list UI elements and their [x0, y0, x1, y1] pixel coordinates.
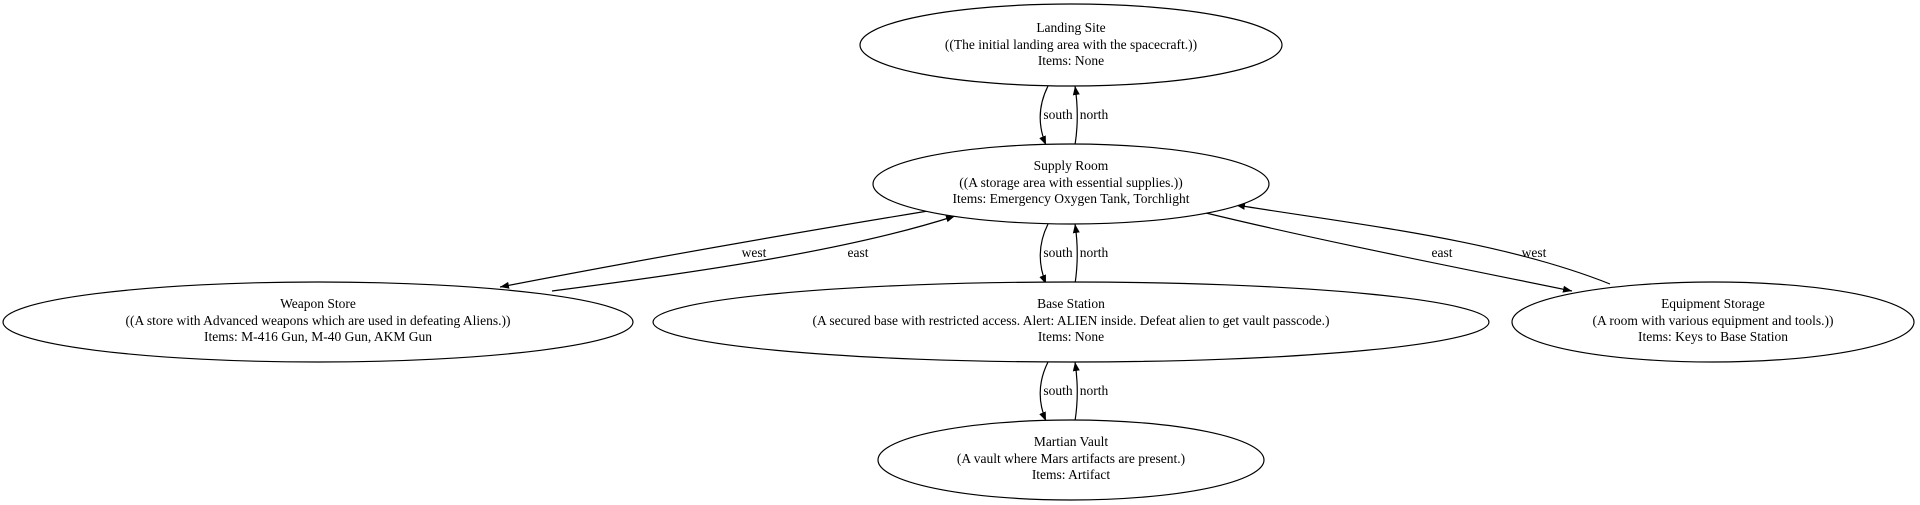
node-martian-vault-description: (A vault where Mars artifacts are presen… — [957, 451, 1185, 466]
node-base-station-description: (A secured base with restricted access. … — [813, 313, 1330, 328]
edge-label-supply-to-base: south — [1043, 245, 1073, 260]
node-weapon-store-name: Weapon Store — [280, 296, 356, 311]
node-base-station-name: Base Station — [1037, 296, 1105, 311]
edge-vault-to-base — [1072, 361, 1080, 422]
edge-supply-to-landing — [1072, 85, 1080, 146]
edge-label-base-to-vault: south — [1043, 383, 1073, 398]
node-weapon-store-shape — [2, 281, 634, 363]
edge-label-base-to-supply: north — [1080, 245, 1109, 260]
edge-weapon-to-supply — [551, 215, 956, 292]
edge-supply-to-weapon — [499, 210, 929, 289]
edge-base-to-supply — [1072, 223, 1080, 285]
edge-label-weapon-to-supply: east — [848, 245, 869, 260]
node-landing-site-shape — [859, 3, 1283, 87]
node-equipment-storage-name: Equipment Storage — [1661, 296, 1765, 311]
edges: south north west east south north east w… — [499, 85, 1611, 422]
node-supply-room-name: Supply Room — [1034, 158, 1109, 173]
node-supply-room: Supply Room ((A storage area with essent… — [872, 143, 1270, 225]
node-equipment-storage-shape — [1511, 281, 1915, 363]
edge-supply-to-equipment — [1205, 212, 1573, 293]
node-equipment-storage-description: (A room with various equipment and tools… — [1592, 313, 1833, 328]
node-weapon-store-description: ((A store with Advanced weapons which ar… — [125, 313, 510, 328]
edge-label-supply-to-weapon: west — [742, 245, 767, 260]
edge-label-supply-to-landing: north — [1080, 107, 1109, 122]
node-martian-vault-items: Items: Artifact — [1032, 467, 1111, 482]
node-landing-site-name: Landing Site — [1036, 20, 1105, 35]
node-base-station-items: Items: None — [1038, 329, 1104, 344]
node-supply-room-description: ((A storage area with essential supplies… — [959, 175, 1182, 190]
node-landing-site: Landing Site ((The initial landing area … — [859, 3, 1283, 87]
node-landing-site-description: ((The initial landing area with the spac… — [945, 37, 1197, 52]
node-equipment-storage: Equipment Storage (A room with various e… — [1511, 281, 1915, 363]
node-landing-site-items: Items: None — [1038, 53, 1104, 68]
edge-label-landing-to-supply: south — [1043, 107, 1073, 122]
node-weapon-store: Weapon Store ((A store with Advanced wea… — [2, 281, 634, 363]
edge-supply-to-base — [1039, 223, 1049, 285]
node-martian-vault-shape — [877, 419, 1265, 501]
edge-label-supply-to-equipment: east — [1432, 245, 1453, 260]
edge-base-to-vault — [1039, 361, 1049, 422]
edge-label-equipment-to-supply: west — [1522, 245, 1547, 260]
node-supply-room-shape — [872, 143, 1270, 225]
edge-label-vault-to-base: north — [1080, 383, 1109, 398]
node-weapon-store-items: Items: M-416 Gun, M-40 Gun, AKM Gun — [204, 329, 432, 344]
node-martian-vault: Martian Vault (A vault where Mars artifa… — [877, 419, 1265, 501]
node-martian-vault-name: Martian Vault — [1034, 434, 1109, 449]
node-base-station: Base Station (A secured base with restri… — [652, 281, 1490, 363]
edge-equipment-to-supply — [1235, 202, 1611, 285]
edge-landing-to-supply — [1039, 85, 1049, 146]
node-equipment-storage-items: Items: Keys to Base Station — [1638, 329, 1788, 344]
node-base-station-shape — [652, 281, 1490, 363]
node-supply-room-items: Items: Emergency Oxygen Tank, Torchlight — [953, 191, 1190, 206]
